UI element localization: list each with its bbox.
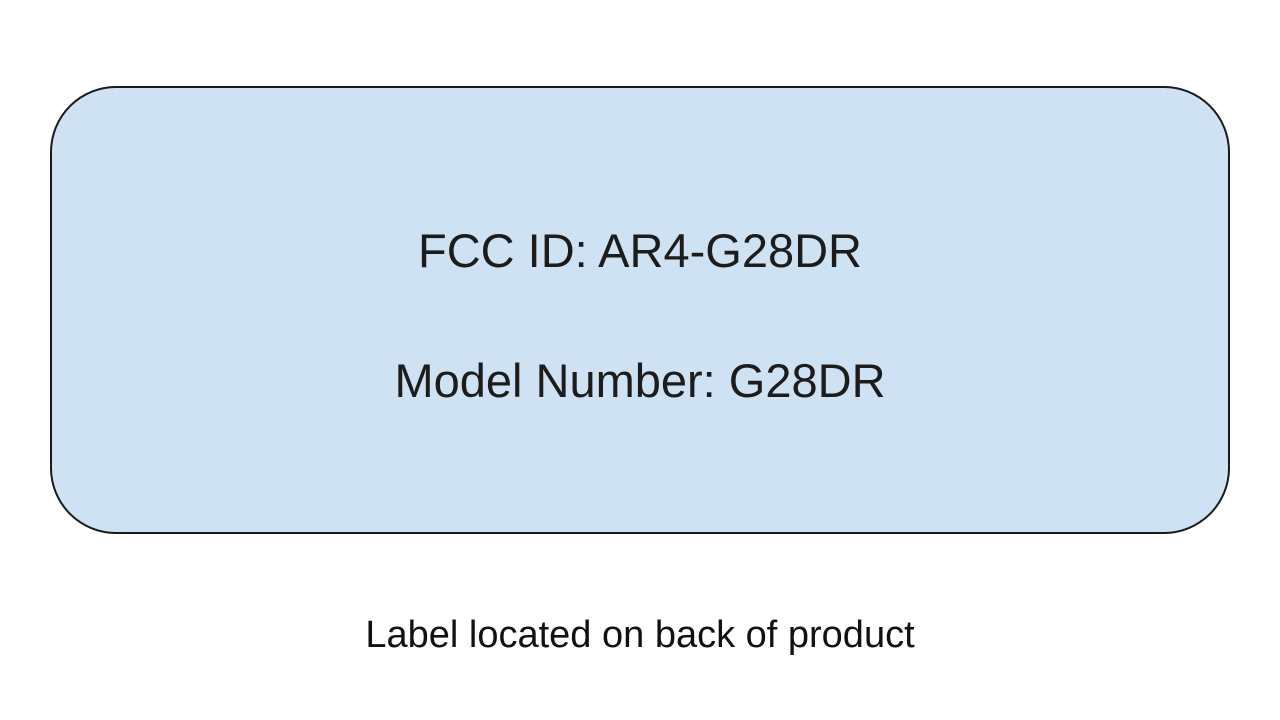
- product-label-box: FCC ID: AR4-G28DR Model Number: G28DR: [50, 86, 1230, 534]
- model-number-text: Model Number: G28DR: [394, 354, 886, 407]
- label-location-caption: Label located on back of product: [365, 614, 915, 656]
- fcc-id-text: FCC ID: AR4-G28DR: [418, 224, 862, 277]
